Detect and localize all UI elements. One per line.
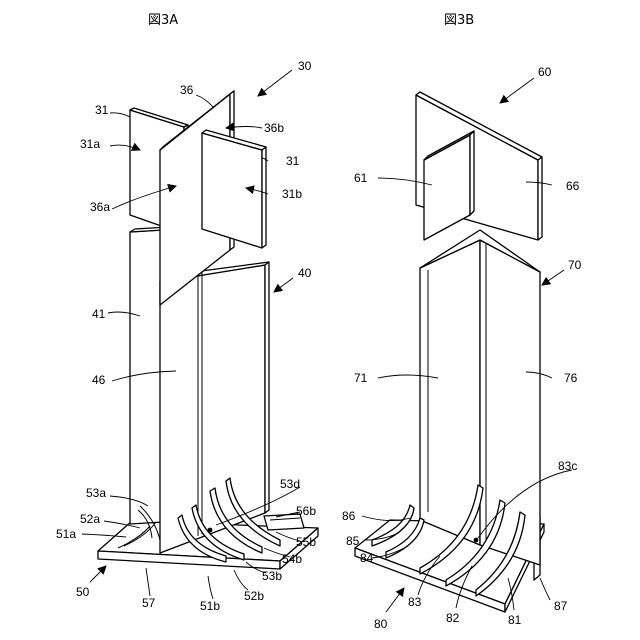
label-36: 36 <box>180 83 194 97</box>
label-82: 82 <box>446 611 460 625</box>
label-81: 81 <box>508 613 522 627</box>
label-30: 30 <box>298 59 312 73</box>
label-66: 66 <box>566 179 580 193</box>
label-86: 86 <box>342 509 356 523</box>
label-51b: 51b <box>200 599 220 613</box>
label-46: 46 <box>92 373 106 387</box>
label-31b: 31b <box>282 187 302 201</box>
label-51a: 51a <box>56 527 76 541</box>
label-53d: 53d <box>280 477 300 491</box>
figure-3a-title: 図3A <box>148 13 178 28</box>
label-83c: 83c <box>558 459 577 473</box>
figure-3b-title: 図3B <box>444 13 474 28</box>
label-80: 80 <box>374 617 388 631</box>
label-31-top: 31 <box>95 103 109 117</box>
label-54b: 54b <box>282 552 302 566</box>
label-70: 70 <box>568 258 582 272</box>
label-40: 40 <box>298 266 312 280</box>
plate-31-right <box>202 130 266 248</box>
label-61: 61 <box>354 171 368 185</box>
label-83: 83 <box>408 595 422 609</box>
figure-3a: 図3A <box>56 13 318 613</box>
label-87: 87 <box>554 599 568 613</box>
label-36a: 36a <box>90 200 110 214</box>
label-36b: 36b <box>264 121 284 135</box>
label-57: 57 <box>142 596 156 610</box>
label-56b: 56b <box>296 504 316 518</box>
label-52b: 52b <box>244 589 264 603</box>
label-76: 76 <box>564 371 578 385</box>
label-85: 85 <box>346 534 360 548</box>
label-71: 71 <box>354 371 368 385</box>
label-52a: 52a <box>80 512 100 526</box>
label-53b: 53b <box>262 569 282 583</box>
label-31-right: 31 <box>286 154 300 168</box>
label-50: 50 <box>76 585 90 599</box>
figure-3b: 図3B <box>342 13 582 631</box>
hole-83c <box>474 538 479 543</box>
label-53a: 53a <box>86 486 106 500</box>
label-84: 84 <box>360 551 374 565</box>
label-55b: 55b <box>296 535 316 549</box>
label-41: 41 <box>92 307 106 321</box>
hole-53d <box>208 528 213 533</box>
label-31a: 31a <box>80 137 100 151</box>
label-60: 60 <box>538 65 552 79</box>
